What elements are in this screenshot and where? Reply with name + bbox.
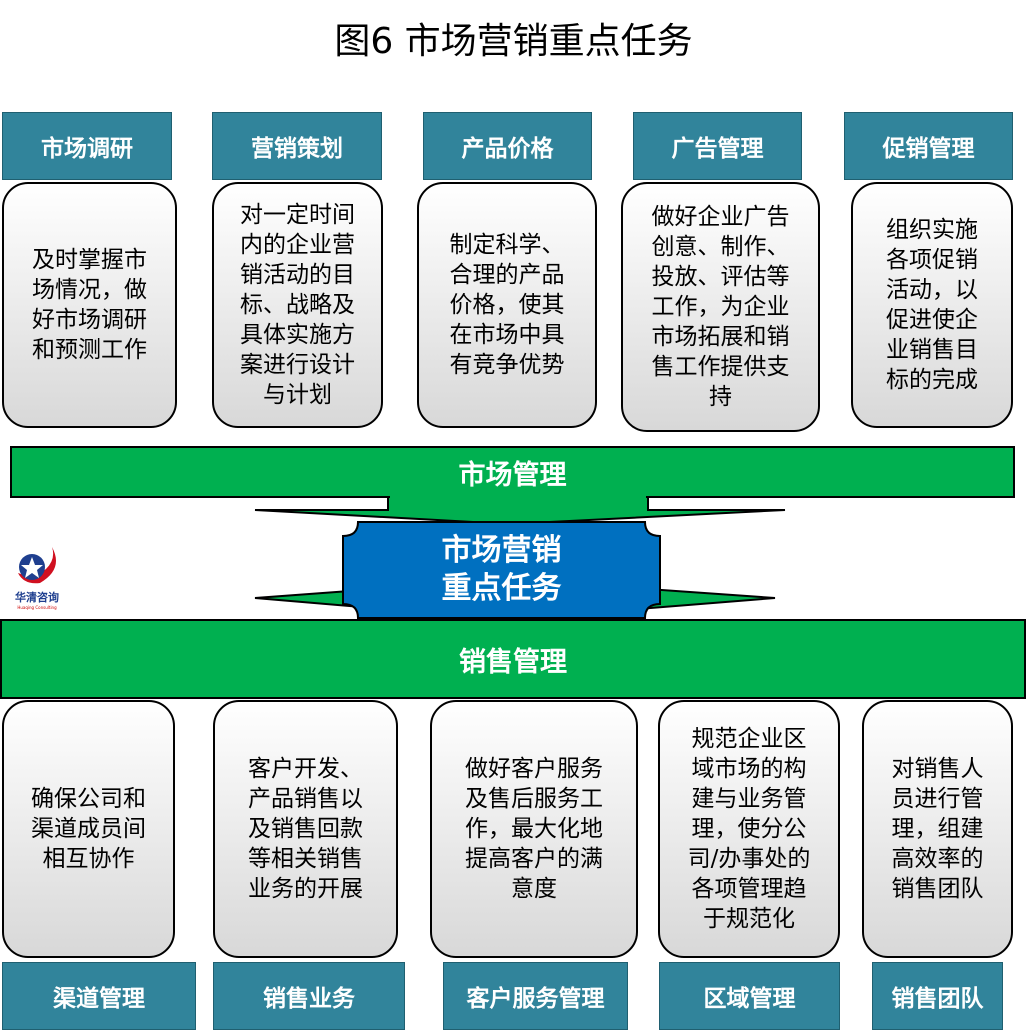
top-header-4: 广告管理: [633, 112, 802, 180]
top-header-1: 市场调研: [2, 112, 172, 180]
top-box-1: 及时掌握市场情况，做好市场调研和预测工作: [2, 182, 177, 428]
top-box-5: 组织实施各项促销活动，以促进使企业销售目标的完成: [851, 182, 1013, 428]
bottom-box-3: 做好客户服务及售后服务工作，最大化地提高客户的满意度: [430, 700, 638, 958]
bottom-box-1: 确保公司和渠道成员间相互协作: [2, 700, 175, 958]
center-box-shape: [342, 521, 661, 619]
bottom-header-3: 客户服务管理: [443, 962, 628, 1030]
diagram-title: 图6 市场营销重点任务: [334, 21, 693, 62]
bottom-box-4: 规范企业区域市场的构建与业务管理，使分公司/办事处的各项管理趋于规范化: [658, 700, 840, 958]
center-line-1: 市场营销: [441, 533, 562, 568]
logo-sub: Huaqing Consulting: [17, 605, 57, 610]
logo-star-icon: [18, 547, 56, 584]
bottom-box-2: 客户开发、产品销售以及销售回款等相关销售业务的开展: [213, 700, 398, 958]
market-management-bar: 市场管理: [10, 446, 1015, 498]
top-header-3: 产品价格: [423, 112, 592, 180]
bottom-header-5: 销售团队: [872, 962, 1003, 1030]
center-line-2: 重点任务: [441, 571, 562, 606]
top-box-4: 做好企业广告创意、制作、投放、评估等工作，为企业市场拓展和销售工作提供支持: [621, 182, 820, 432]
down-arrow-shape: [254, 495, 786, 526]
arrow-joint: [390, 494, 646, 500]
top-box-3: 制定科学、合理的产品价格，使其在市场中具有竞争优势: [417, 182, 597, 428]
logo: 华清咨询 Huaqing Consulting: [12, 545, 62, 610]
top-box-2: 对一定时间内的企业营销活动的目标、战略及具体实施方案进行设计与计划: [212, 182, 383, 428]
bottom-header-1: 渠道管理: [2, 962, 196, 1030]
bottom-header-2: 销售业务: [213, 962, 405, 1030]
bottom-box-5: 对销售人员进行管理，组建高效率的销售团队: [862, 700, 1013, 958]
logo-name: 华清咨询: [15, 591, 59, 604]
bottom-header-4: 区域管理: [659, 962, 840, 1030]
market-management-label: 市场管理: [458, 459, 567, 491]
center-box: 市场营销 重点任务: [343, 522, 660, 618]
top-header-5: 促销管理: [844, 112, 1013, 180]
sales-management-label: 销售管理: [459, 646, 567, 678]
top-header-2: 营销策划: [212, 112, 382, 180]
sales-management-bar: 销售管理: [0, 619, 1026, 699]
